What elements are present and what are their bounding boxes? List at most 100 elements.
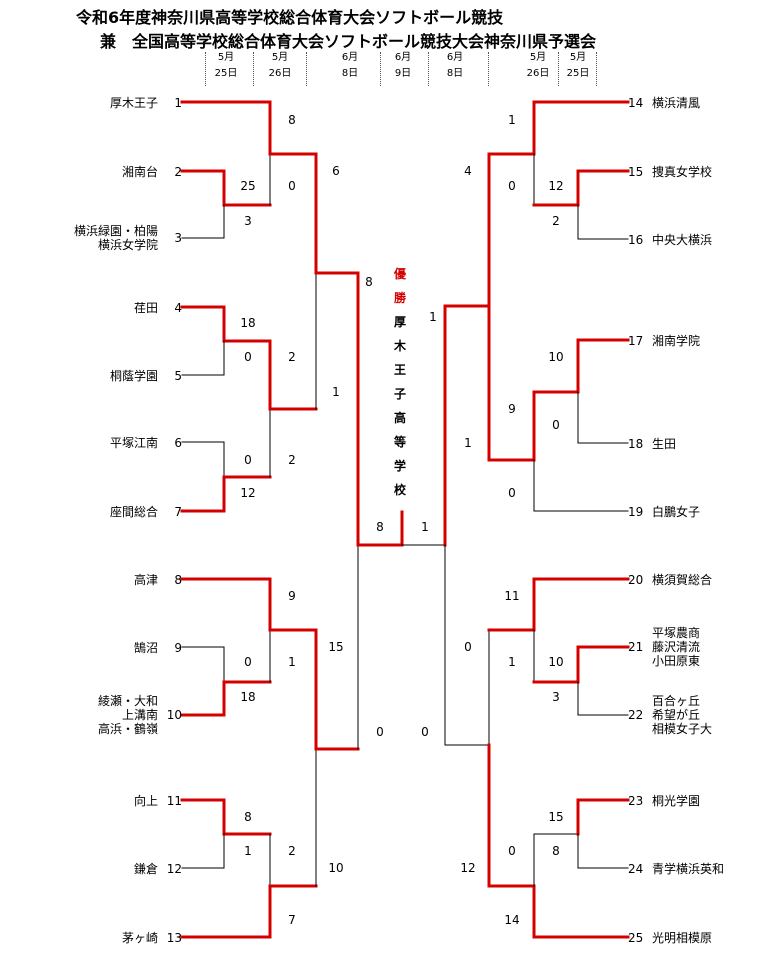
team-name: 湘南学院 (652, 333, 701, 348)
round-date-4: 6月 9日 (394, 52, 412, 79)
score-r5: 2 (552, 214, 560, 228)
date-separator (428, 52, 429, 86)
page-title-line2: 兼 全国高等学校総合体育大会ソフトボール競技大会神奈川県予選会 (100, 32, 597, 51)
round-date-7: 5月 25日 (566, 52, 590, 79)
team-right-21: 21平塚農商 藤沢清流 小田原東 (628, 626, 700, 668)
round-date-6: 5月 26日 (526, 52, 550, 79)
score-r17: 3 (552, 690, 560, 704)
team-number: 23 (628, 793, 644, 808)
date-separator (558, 52, 559, 86)
team-number: 7 (174, 504, 182, 519)
score-r6: 1 (429, 310, 437, 324)
score-s4: 3 (244, 214, 252, 228)
score-r3: 0 (508, 179, 516, 193)
team-left-7: 座間総合 7 (110, 504, 182, 519)
team-name: 鵠沼 (133, 640, 158, 655)
team-number: 2 (174, 164, 182, 179)
date-separator (205, 52, 206, 86)
score-r23: 14 (504, 913, 520, 927)
score-r22: 12 (460, 861, 476, 875)
score-s3: 0 (288, 179, 296, 193)
team-right-15: 15 捜真女学校 (628, 164, 712, 179)
team-number: 22 (628, 708, 644, 722)
score-r8: 9 (508, 402, 516, 416)
team-number: 9 (174, 640, 182, 655)
team-right-17: 17 湘南学院 (628, 333, 700, 348)
score-s2: 25 (240, 179, 256, 193)
team-name: 向上 (133, 793, 158, 808)
score-s13: 12 (240, 486, 256, 500)
score-s21: 8 (244, 810, 252, 824)
team-name: 桐蔭学園 (109, 368, 158, 383)
team-name: 荏田 (133, 300, 158, 315)
score-s12: 0 (244, 453, 252, 467)
round-date-3: 6月 8日 (341, 52, 359, 79)
score-r19: 15 (548, 810, 564, 824)
team-number: 18 (628, 436, 644, 451)
date-separator (380, 52, 381, 86)
score-r9: 0 (552, 418, 560, 432)
team-number: 16 (628, 232, 644, 247)
team-number: 25 (628, 930, 644, 945)
score-s22: 1 (244, 844, 252, 858)
round-date-1: 5月 25日 (214, 52, 238, 79)
team-left-11: 向上 11 (134, 793, 182, 808)
score-s20: 0 (376, 725, 384, 739)
team-name: 光明相模原 (652, 930, 713, 945)
team-number: 15 (628, 164, 644, 179)
score-s15: 0 (244, 655, 252, 669)
round-date-header: 5月 25日 5月 26日 6月 8日 6月 9日 6月 8日 5月 26日 5月 25日 (0, 50, 774, 90)
team-number: 20 (628, 572, 644, 587)
team-right-22: 22 百合ヶ丘 希望が丘 相模女子大 (628, 694, 712, 736)
score-s14: 9 (288, 589, 296, 603)
score-r20: 0 (508, 844, 516, 858)
score-r12: 1 (421, 520, 429, 534)
score-r18: 0 (421, 725, 429, 739)
date-separator (488, 52, 489, 86)
round-date-5: 6月 8日 (446, 52, 464, 79)
team-number: 1 (174, 95, 182, 110)
team-number: 17 (628, 333, 644, 348)
team-name: 百合ヶ丘 希望が丘 相模女子大 (652, 694, 713, 736)
page-title-line1: 令和6年度神奈川県高等学校総合体育大会ソフトボール競技 (76, 8, 504, 27)
date-separator (253, 52, 254, 86)
team-number: 8 (174, 572, 182, 587)
team-left-10: 綾瀬・大和 上溝南 高浜・鶴嶺10 (98, 694, 182, 736)
score-s16: 1 (288, 655, 296, 669)
team-name: 横浜清風 (652, 95, 701, 110)
team-number: 5 (174, 368, 182, 383)
score-s18: 15 (328, 640, 344, 654)
team-name: 平塚江南 (109, 435, 158, 450)
score-s6: 8 (365, 275, 373, 289)
team-name: 横浜緑園・柏陽 横浜女学院 (73, 224, 158, 252)
team-right-23: 23 桐光学園 (628, 793, 700, 808)
team-name: 座間総合 (109, 504, 158, 519)
score-s1: 8 (288, 113, 296, 127)
score-s24: 10 (328, 861, 344, 875)
score-s11: 2 (288, 453, 296, 467)
team-number: 10 (166, 708, 182, 722)
team-left-8: 高津 8 (134, 572, 182, 587)
team-name: 鎌倉 (133, 861, 158, 876)
champion-name: 厚木王子高等学校 (393, 315, 406, 497)
score-r1: 1 (508, 113, 516, 127)
score-s9: 2 (288, 350, 296, 364)
team-number: 12 (166, 861, 182, 876)
team-left-9: 鵠沼 9 (134, 640, 182, 655)
team-name: 平塚農商 藤沢清流 小田原東 (652, 626, 701, 668)
team-name: 桐光学園 (652, 793, 701, 808)
team-number: 11 (166, 793, 182, 808)
score-s17: 18 (240, 690, 256, 704)
score-r4: 12 (548, 179, 564, 193)
score-r14: 0 (464, 640, 472, 654)
team-name: 捜真女学校 (652, 164, 713, 179)
team-name: 高津 (133, 572, 158, 587)
score-r21: 8 (552, 844, 560, 858)
round-date-2: 5月 26日 (268, 52, 292, 79)
